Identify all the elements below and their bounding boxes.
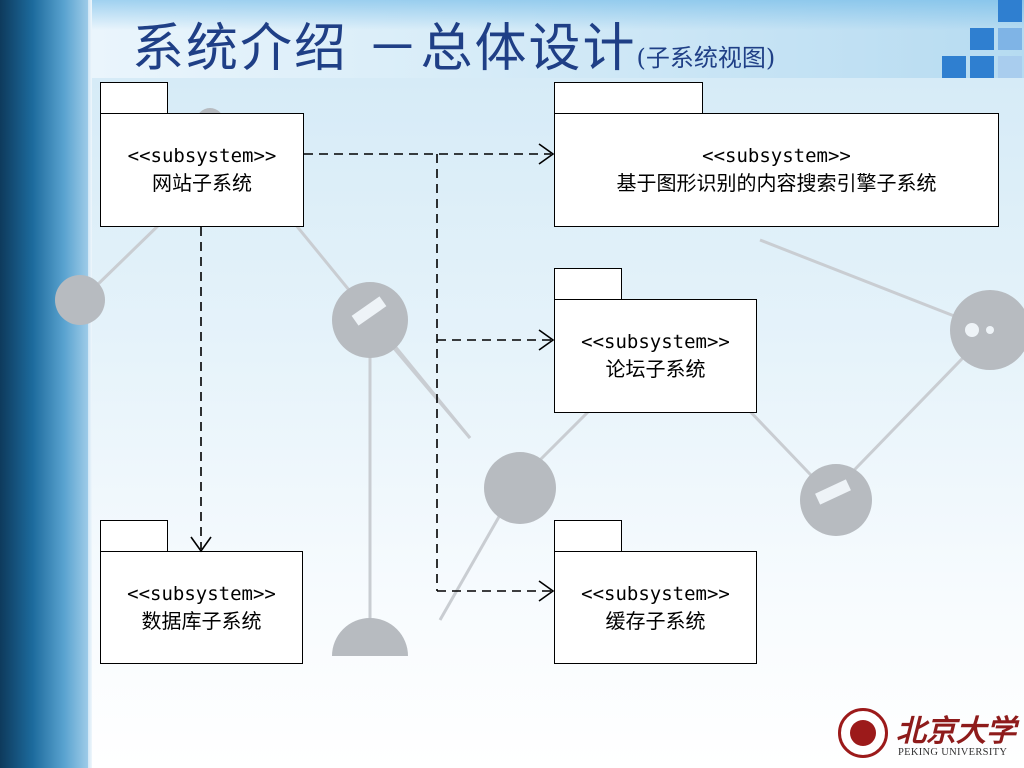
package-tab-cache (554, 520, 622, 552)
title-main: 系统介绍 －总体设计 (132, 19, 637, 79)
stereotype-label: <<subsystem>> (127, 145, 277, 167)
decor-disc-icon (55, 275, 105, 325)
title-subtitle: (子系统视图) (636, 44, 776, 72)
decor-disc-icon (484, 452, 556, 524)
package-name: 网站子系统 (152, 171, 252, 195)
decor-disc-icon (332, 282, 408, 358)
stereotype-label: <<subsystem>> (702, 145, 851, 167)
slide-title: 系统介绍 －总体设计(子系统视图) (132, 6, 776, 79)
package-database-subsystem[interactable]: <<subsystem>> 数据库子系统 (100, 551, 303, 664)
package-name: 数据库子系统 (141, 608, 262, 633)
package-name: 论坛子系统 (605, 357, 706, 381)
arrowhead-search (538, 143, 555, 165)
decor-disc-icon (800, 464, 872, 536)
logo-chinese-text: 北京大学 (896, 714, 1016, 749)
package-website-subsystem[interactable]: <<subsystem>> 网站子系统 (100, 113, 304, 227)
package-search-engine-subsystem[interactable]: <<subsystem>> 基于图形识别的内容搜索引擎子系统 (554, 113, 999, 227)
stereotype-label: <<subsystem>> (581, 582, 730, 605)
arrowhead-forum (538, 329, 555, 351)
left-decorative-bar (0, 0, 92, 768)
arrowhead-cache (538, 580, 555, 602)
university-seal-icon (838, 708, 888, 758)
package-tab-search (554, 82, 703, 114)
corner-squares-decoration (936, 0, 1024, 80)
title-band-glow (92, 0, 1024, 30)
arrowhead-database (190, 536, 212, 553)
peking-university-logo: 北京大学 PEKING UNIVERSITY (838, 706, 1016, 762)
logo-english-text: PEKING UNIVERSITY (898, 747, 1008, 758)
package-forum-subsystem[interactable]: <<subsystem>> 论坛子系统 (554, 299, 757, 413)
package-tab-forum (554, 268, 622, 300)
package-cache-subsystem[interactable]: <<subsystem>> 缓存子系统 (554, 551, 757, 664)
stereotype-label: <<subsystem>> (581, 331, 730, 353)
package-name: 基于图形识别的内容搜索引擎子系统 (616, 171, 937, 195)
left-bar-edge (88, 0, 94, 768)
stereotype-label: <<subsystem>> (127, 582, 276, 605)
package-name: 缓存子系统 (605, 608, 706, 633)
